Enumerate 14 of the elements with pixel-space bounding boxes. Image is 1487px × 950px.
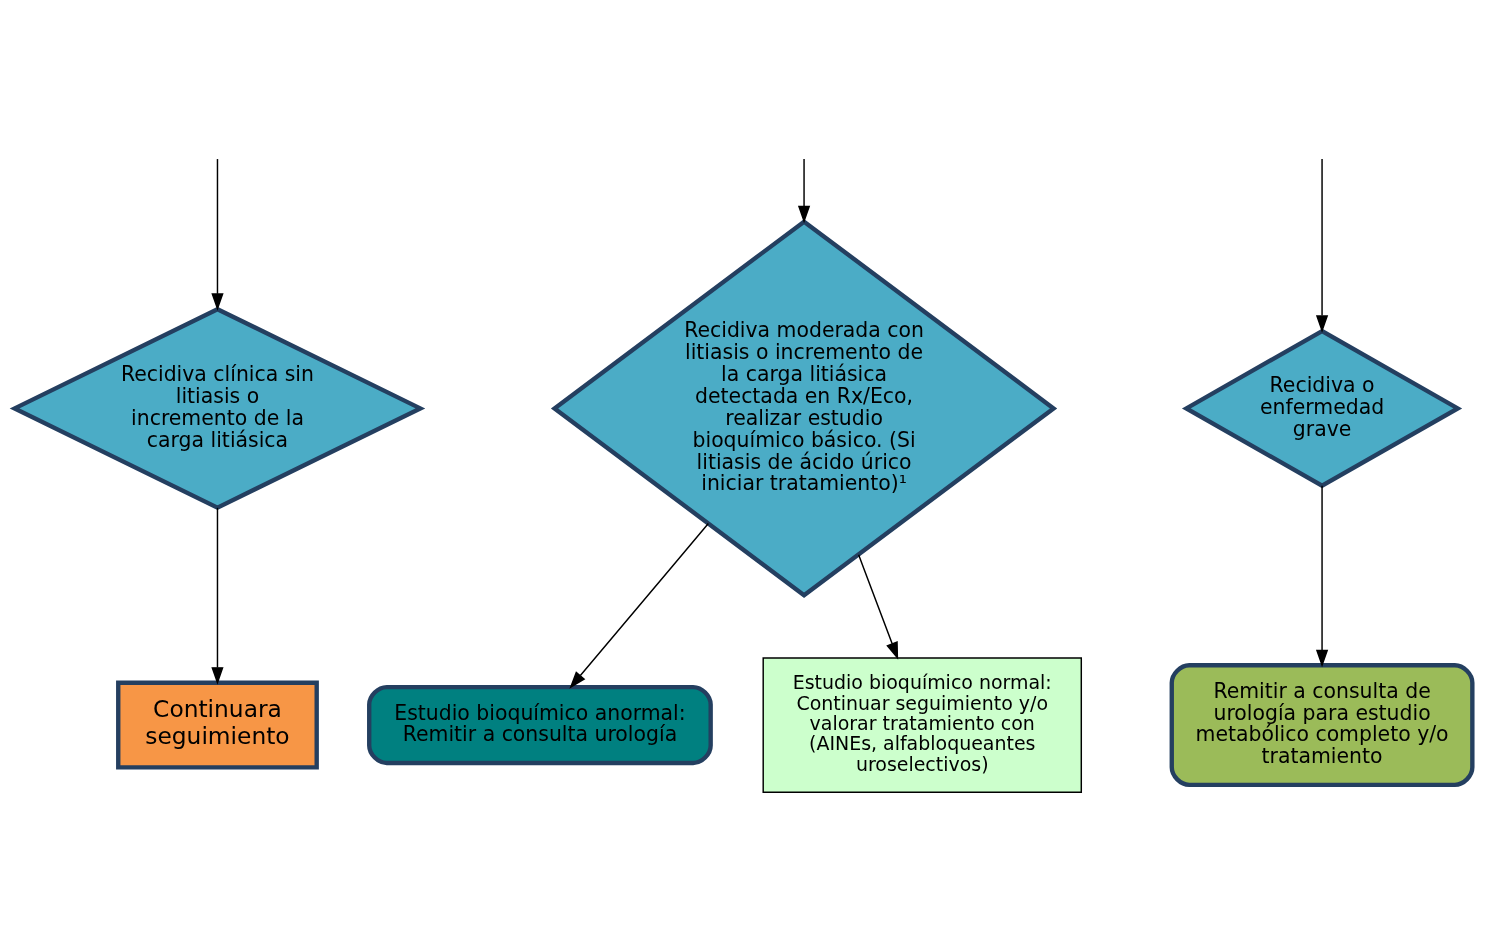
arrow — [211, 158, 224, 311]
arrow — [569, 522, 710, 689]
node-diamond: Recidiva moderada con litiasis o incremento de la carga litiásica detectada en Rx/Eco, realizar estudio bioquímico básico. (Si litiasis de ácido úrico iniciar tratamiento)¹ — [550, 218, 1058, 598]
node-box: Estudio bioquímico anormal: Remitir a consulta urología — [367, 684, 713, 766]
node-box: Remitir a consulta de urología para estudio metabólico completo y/o tratamiento — [1169, 663, 1475, 788]
node-diamond: Recidiva o enfermedad grave — [1181, 328, 1463, 489]
arrow — [857, 554, 899, 660]
arrow — [1315, 485, 1329, 668]
node-box: Estudio bioquímico normal: Continuar seguimiento y/o valorar tratamiento con (AINEs, alfabloqueantes uroselectivos) — [762, 657, 1083, 793]
arrow — [797, 158, 811, 224]
arrow — [1315, 158, 1329, 333]
arrow — [211, 507, 224, 685]
node-diamond: Recidiva clínica sin litiasis o incremento de la carga litiásica — [9, 306, 426, 511]
node-box: Continuara seguimiento — [116, 680, 319, 770]
